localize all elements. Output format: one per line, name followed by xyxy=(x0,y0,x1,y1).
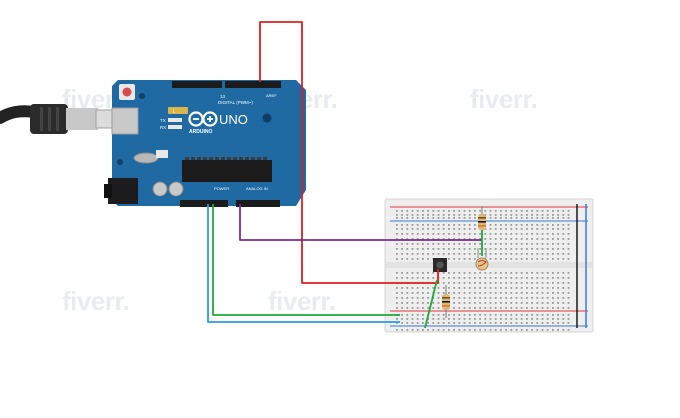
watermark: fiverr. xyxy=(470,84,538,114)
digital-header-left xyxy=(172,81,222,88)
arduino-logo-icon xyxy=(188,111,218,127)
wire-green xyxy=(212,204,400,316)
watermark: fiverr. xyxy=(268,286,336,316)
tx-label: TX xyxy=(160,118,166,123)
pushbutton-icon xyxy=(433,258,447,272)
brand-label: ARDUINO xyxy=(189,129,212,135)
atmega-chip-icon xyxy=(182,160,272,182)
board-name: UNO xyxy=(219,112,248,127)
usb-port-icon xyxy=(111,107,139,135)
analog-header-label: ANALOG IN xyxy=(246,186,268,191)
aref-label: AREF xyxy=(266,93,277,98)
capacitor-icon xyxy=(152,181,168,197)
power-jack-icon xyxy=(108,178,138,204)
digital-pin-numbers: 13 xyxy=(220,94,226,99)
breadboard xyxy=(384,198,594,333)
power-header-label: POWER xyxy=(214,186,229,191)
digital-header-right xyxy=(225,81,281,88)
wire-green xyxy=(424,279,438,329)
resistor-icon xyxy=(442,285,450,318)
wire-red xyxy=(259,21,439,284)
photoresistor-icon xyxy=(475,248,489,271)
analog-header xyxy=(236,200,280,207)
watermark: fiverr. xyxy=(62,286,130,316)
arduino-uno-board: 13 DIGITAL (PWM~) AREF L TX RX ARDUINO U… xyxy=(104,80,306,207)
wire-purple xyxy=(239,204,482,241)
l-led-label: L xyxy=(173,109,176,115)
capacitor-icon xyxy=(168,181,184,197)
wire-blue xyxy=(207,204,400,323)
digital-header-label: DIGITAL (PWM~) xyxy=(218,100,253,105)
usb-cable-icon xyxy=(0,104,117,134)
rx-label: RX xyxy=(160,125,166,130)
power-header xyxy=(180,200,228,207)
